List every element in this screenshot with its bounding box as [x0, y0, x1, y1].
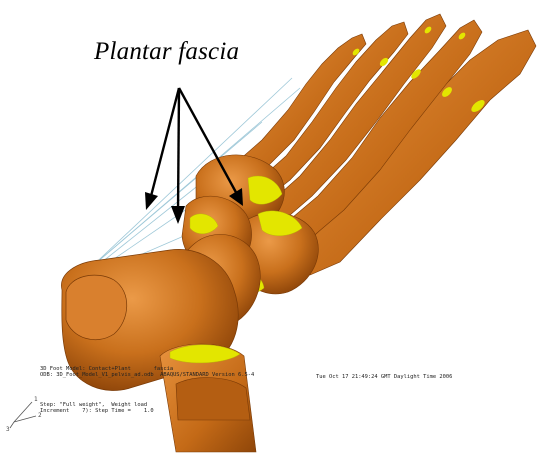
triad-z-label: 3 — [6, 426, 10, 433]
plantar-fascia-label: Plantar fascia — [94, 38, 239, 66]
odb-line: ODB: 3D_Foot_Model_V1_pelvis_ad.odb ABAQ… — [40, 372, 254, 378]
model-line: 3D Foot Model: Contact+Plant fascia — [40, 366, 173, 372]
step-line: Step: "Full weight", Weight load — [40, 402, 147, 408]
triad-x-label: 1 — [34, 396, 38, 403]
step-info: Step: "Full weight", Weight load Increme… — [40, 402, 154, 415]
orientation-triad — [10, 402, 36, 428]
model-info: 3D Foot Model: Contact+Plant fascia ODB:… — [40, 366, 254, 379]
increment-line: Increment 7): Step Time = 1.0 — [40, 408, 154, 414]
date-line: Tue Oct 17 21:49:24 GMT Daylight Time 20… — [316, 374, 452, 380]
triad-y-label: 2 — [38, 412, 42, 419]
